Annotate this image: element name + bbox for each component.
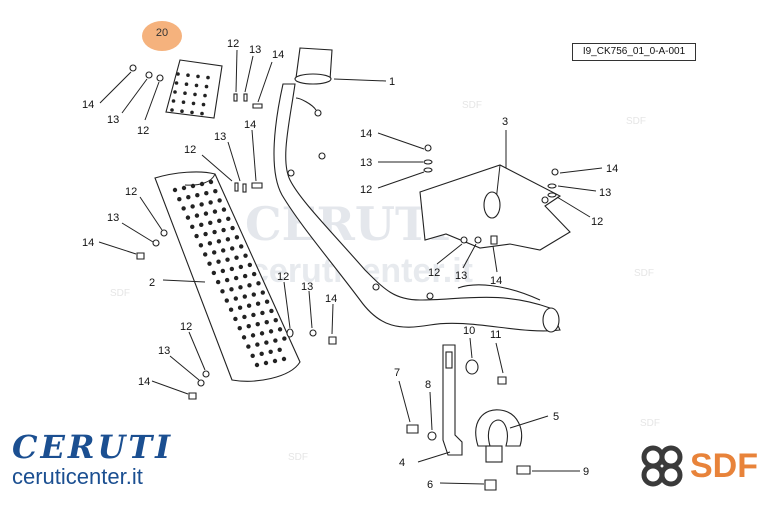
watermark-sdf-1: SDF <box>462 100 482 111</box>
callout-4: 4 <box>399 457 405 469</box>
watermark-sdf-6: SDF <box>640 418 660 429</box>
callout-14f: 14 <box>490 275 502 287</box>
callout-8: 8 <box>425 379 431 391</box>
callout-12e: 12 <box>360 184 372 196</box>
part-3-bracket <box>419 164 571 251</box>
callout-7: 7 <box>394 367 400 379</box>
callout-14e: 14 <box>360 128 372 140</box>
callout-10: 10 <box>463 325 475 337</box>
callout-12i: 12 <box>180 321 192 333</box>
watermark-sdf-5: SDF <box>288 452 308 463</box>
callout-13f: 13 <box>455 270 467 282</box>
part-4-strap <box>442 344 463 456</box>
document-reference: I9_CK756_01_0-A-001 <box>572 43 696 61</box>
callout-14c: 14 <box>244 119 256 131</box>
watermark-sdf-4: SDF <box>634 268 654 279</box>
ceruti-logo: CERUTI ceruticenter.it <box>12 430 173 490</box>
callout-12b: 12 <box>137 125 149 137</box>
callout-12c: 12 <box>184 144 196 156</box>
callout-13c: 13 <box>214 131 226 143</box>
part-2-heat-shield <box>154 171 301 382</box>
leader-lines <box>98 49 603 485</box>
callout-13b: 13 <box>107 114 119 126</box>
part-5-clamp <box>475 409 523 463</box>
callout-14a: 14 <box>272 49 284 61</box>
callout-9: 9 <box>583 466 589 478</box>
callout-14d: 14 <box>82 237 94 249</box>
callout-12a: 12 <box>227 38 239 50</box>
callout-14i: 14 <box>138 376 150 388</box>
callout-3: 3 <box>502 116 508 128</box>
ceruti-logo-site: ceruticenter.it <box>12 464 143 489</box>
callout-13e: 13 <box>360 157 372 169</box>
watermark-sdf-2: SDF <box>626 116 646 127</box>
callout-6: 6 <box>427 479 433 491</box>
hardware <box>129 64 559 491</box>
part-20-guard-plate <box>165 59 223 119</box>
callout-12h: 12 <box>277 271 289 283</box>
callout-labels: 1 2 3 4 5 6 7 8 9 10 11 12 13 14 14 13 1… <box>82 38 618 491</box>
callout-12f: 12 <box>428 267 440 279</box>
callout-5: 5 <box>553 411 559 423</box>
watermark-sdf-3: SDF <box>110 288 130 299</box>
part-20-badge: 20 <box>142 21 182 51</box>
callout-1: 1 <box>389 76 395 88</box>
callout-12d: 12 <box>125 186 137 198</box>
callout-13g: 13 <box>599 187 611 199</box>
callout-12g: 12 <box>591 216 603 228</box>
callout-14b: 14 <box>82 99 94 111</box>
callout-14g: 14 <box>606 163 618 175</box>
callout-13d: 13 <box>107 212 119 224</box>
sdf-logo-icon <box>641 445 683 487</box>
ceruti-logo-name: CERUTI <box>12 428 174 466</box>
watermark-brand: CERUTI <box>245 197 451 251</box>
callout-13a: 13 <box>249 44 261 56</box>
callout-13i: 13 <box>158 345 170 357</box>
callout-14h: 14 <box>325 293 337 305</box>
sdf-logo: SDF <box>640 444 758 488</box>
callout-13h: 13 <box>301 281 313 293</box>
callout-2: 2 <box>149 277 155 289</box>
callout-11: 11 <box>490 329 501 341</box>
part-1-exhaust-pipe <box>273 47 561 333</box>
sdf-logo-text: SDF <box>690 446 758 485</box>
